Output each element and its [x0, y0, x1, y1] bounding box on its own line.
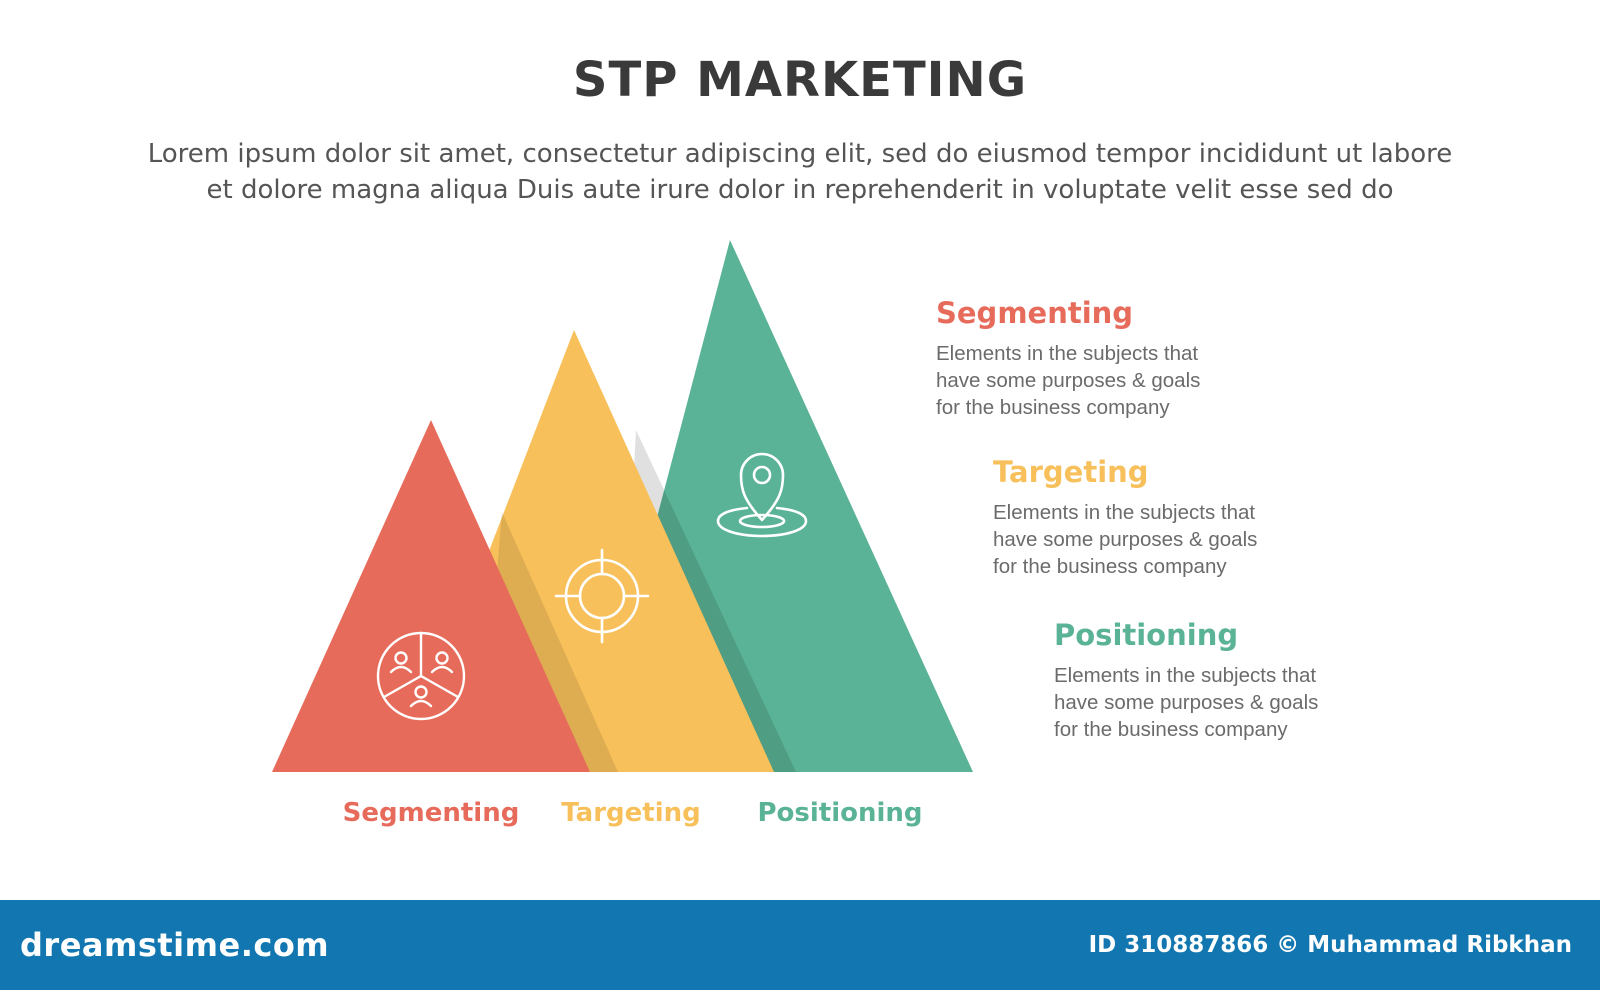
description-line: Elements in the subjects that: [1054, 664, 1317, 687]
brand-logo[interactable]: dreamstime.com: [20, 926, 330, 964]
description-line: for the business company: [936, 396, 1170, 419]
positioning-label: Positioning: [757, 798, 923, 828]
page-title: STP MARKETING: [572, 52, 1028, 108]
subtitle: Lorem ipsum dolor sit amet, consectetur …: [60, 136, 1540, 208]
footer-bar: dreamstime.com ID 310887866 © Muhammad R…: [0, 900, 1600, 990]
segmenting-heading: Segmenting: [936, 296, 1134, 330]
description-line: have some purposes & goals: [936, 369, 1201, 392]
description-line: have some purposes & goals: [1054, 691, 1319, 714]
segmenting-description: Elements in the subjects that have some …: [936, 340, 1296, 421]
positioning-description: Elements in the subjects that have some …: [1054, 662, 1414, 743]
description-line: for the business company: [993, 555, 1227, 578]
targeting-description: Elements in the subjects that have some …: [993, 499, 1353, 580]
subtitle-line: et dolore magna aliqua Duis aute irure d…: [206, 175, 1394, 205]
targeting-description-block: Targeting Elements in the subjects that …: [993, 455, 1353, 580]
segmenting-label: Segmenting: [342, 798, 520, 828]
description-line: Elements in the subjects that: [993, 501, 1256, 524]
segmenting-description-block: Segmenting Elements in the subjects that…: [936, 296, 1296, 421]
segmenting-triangle: [272, 420, 590, 772]
stp-triangle-diagram: [272, 240, 973, 772]
description-line: have some purposes & goals: [993, 528, 1258, 551]
subtitle-line: Lorem ipsum dolor sit amet, consectetur …: [147, 139, 1453, 169]
positioning-heading: Positioning: [1054, 618, 1239, 652]
image-credit: ID 310887866 © Muhammad Ribkhan: [1088, 932, 1572, 958]
positioning-description-block: Positioning Elements in the subjects tha…: [1054, 618, 1414, 743]
description-line: Elements in the subjects that: [936, 342, 1199, 365]
location-pin-icon: [716, 452, 808, 538]
targeting-heading: Targeting: [993, 455, 1149, 489]
targeting-label: Targeting: [561, 798, 701, 828]
description-line: for the business company: [1054, 718, 1288, 741]
crosshair-target-icon: [554, 548, 650, 644]
segment-people-icon: [376, 631, 466, 721]
